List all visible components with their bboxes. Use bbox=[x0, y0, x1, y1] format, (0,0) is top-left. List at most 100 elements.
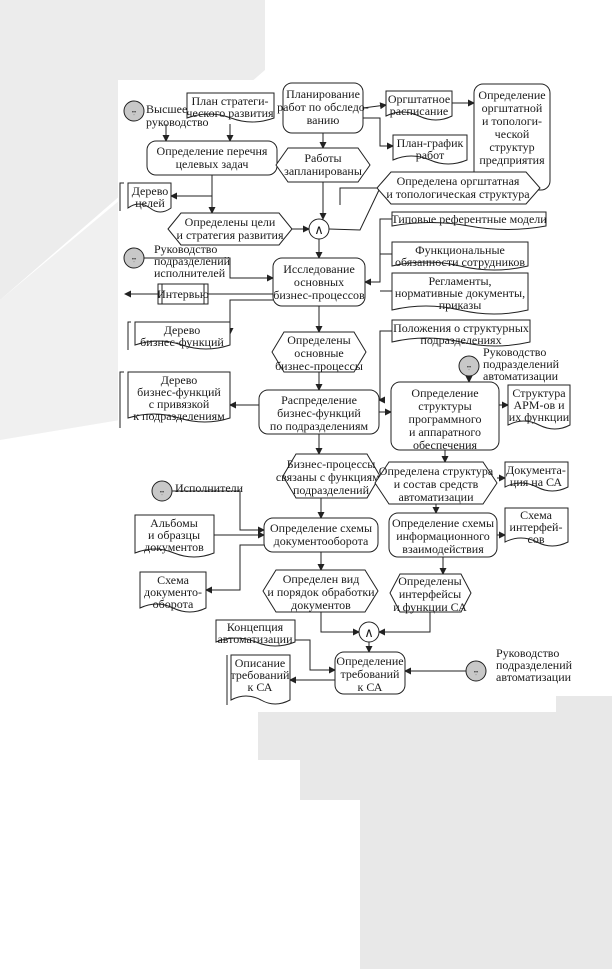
svg-text:•̣•: •̣• bbox=[132, 257, 136, 263]
connector-line bbox=[320, 612, 360, 636]
connector-lines bbox=[124, 99, 513, 684]
connector-line bbox=[364, 218, 392, 286]
svg-text:∧: ∧ bbox=[364, 625, 374, 640]
background-shape-bottom bbox=[258, 696, 612, 969]
svg-text:Документа-ция на СА: Документа-ция на СА bbox=[506, 463, 566, 489]
connector-line bbox=[339, 187, 377, 205]
document-d5: Типовые референтные модели bbox=[391, 211, 547, 230]
and-connector-1: ∧ bbox=[308, 218, 330, 240]
document-d1: План стратеги-ческого развития bbox=[186, 92, 275, 123]
svg-text:Интервью: Интервью bbox=[157, 287, 209, 301]
svg-text:Типовые референтные модели: Типовые референтные модели bbox=[391, 212, 547, 226]
svg-text:Исполнители: Исполнители bbox=[175, 481, 244, 495]
svg-text:•̣•: •̣• bbox=[467, 365, 471, 371]
system-interview: Интервью bbox=[157, 283, 209, 305]
connector-line bbox=[363, 117, 394, 150]
connector-line bbox=[295, 639, 336, 674]
connector-line bbox=[328, 189, 380, 231]
document-d7: Регламенты,нормативные документы,приказы bbox=[391, 272, 529, 315]
person-p4: •̣• Исполнители bbox=[151, 480, 244, 502]
connector-line bbox=[205, 544, 264, 594]
and-connector-2: ∧ bbox=[358, 621, 380, 643]
svg-text:•̣•: •̣• bbox=[160, 490, 164, 496]
connector-line bbox=[378, 612, 431, 636]
background-shape-left bbox=[0, 200, 120, 440]
svg-text:План стратеги-ческого развития: План стратеги-ческого развития bbox=[186, 94, 274, 120]
svg-text:•̣•: •̣• bbox=[132, 110, 136, 116]
svg-text:Регламенты,нормативные докумен: Регламенты,нормативные документы,приказы bbox=[395, 274, 525, 312]
svg-text:•̣•: •̣• bbox=[474, 670, 478, 676]
connector-line bbox=[362, 102, 387, 110]
connector-line bbox=[144, 257, 274, 282]
document-d12: Документа-ция на СА bbox=[504, 461, 569, 492]
connector-line bbox=[172, 490, 265, 534]
